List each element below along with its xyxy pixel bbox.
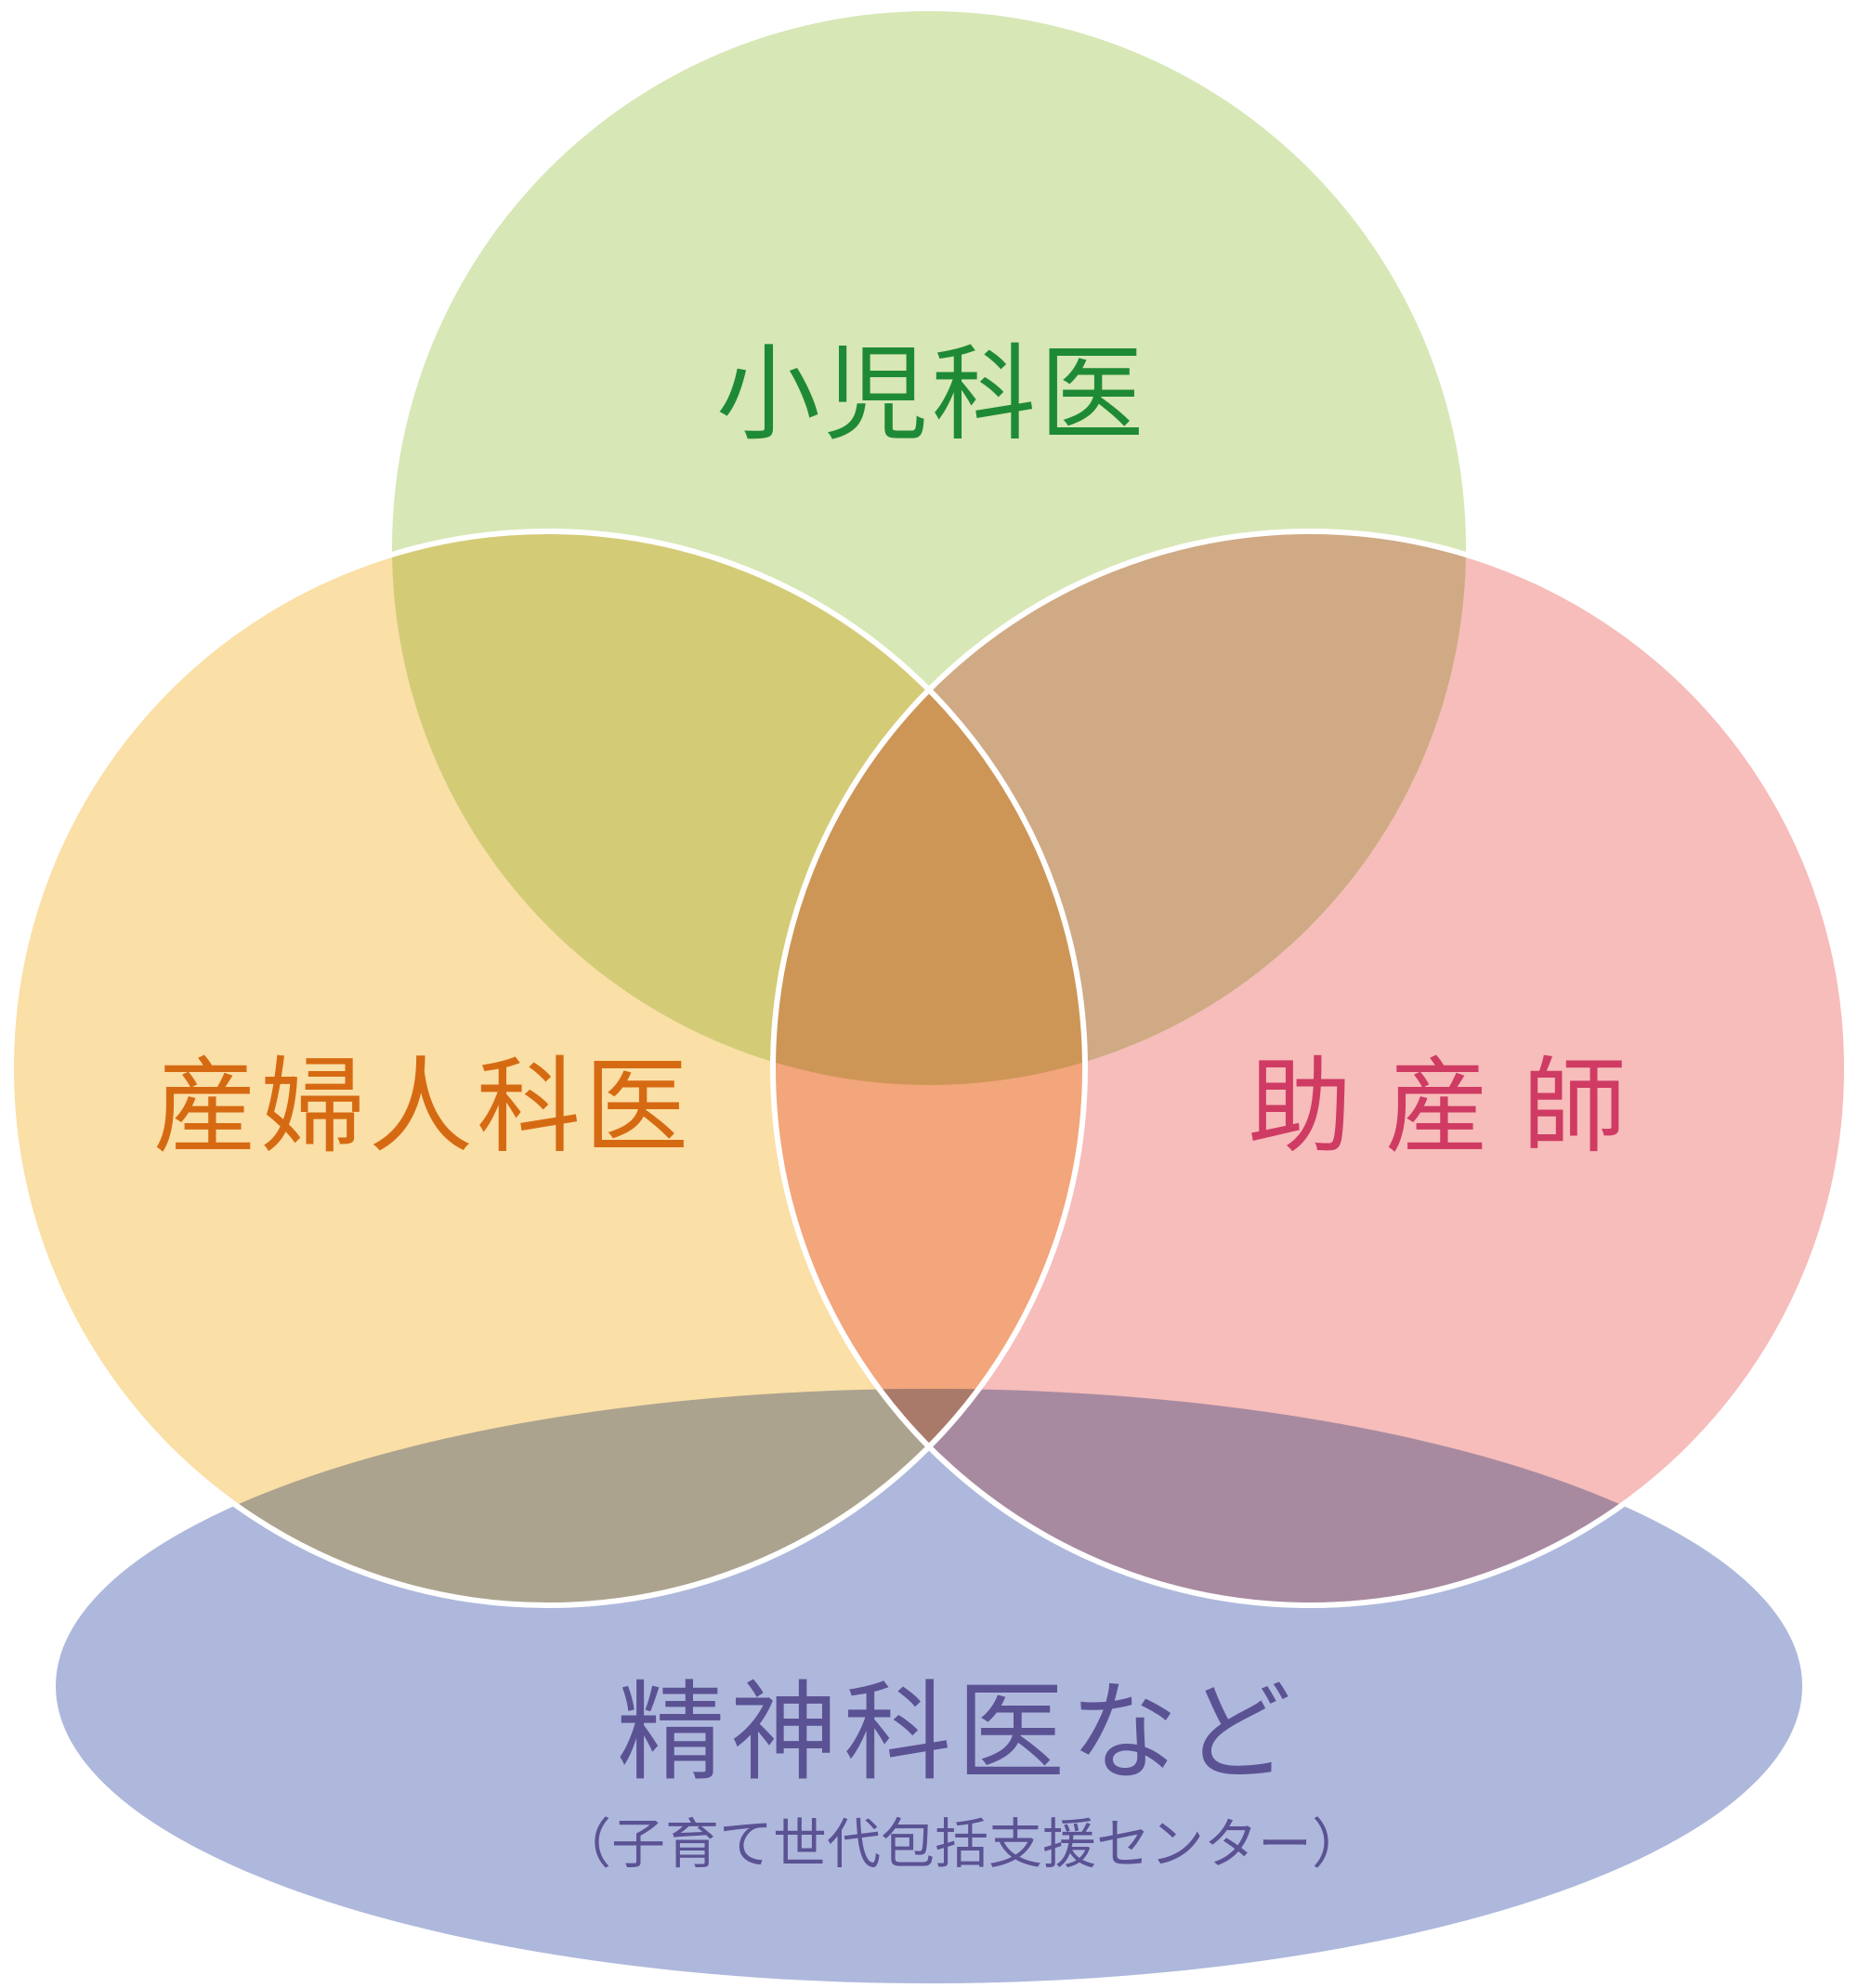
midwife-outline bbox=[770, 529, 1850, 1608]
psychiatrist-label: 精神科医など bbox=[617, 1670, 1297, 1796]
psychiatrist-sublabel: （子育て世代包括支援センター） bbox=[557, 1812, 1366, 1876]
midwife-label: 助 産 師 bbox=[1248, 1047, 1626, 1168]
obgyn-outline bbox=[8, 529, 1088, 1608]
pediatrician-label: 小児科医 bbox=[716, 334, 1147, 455]
obgyn-label: 産婦人科医 bbox=[153, 1047, 692, 1168]
